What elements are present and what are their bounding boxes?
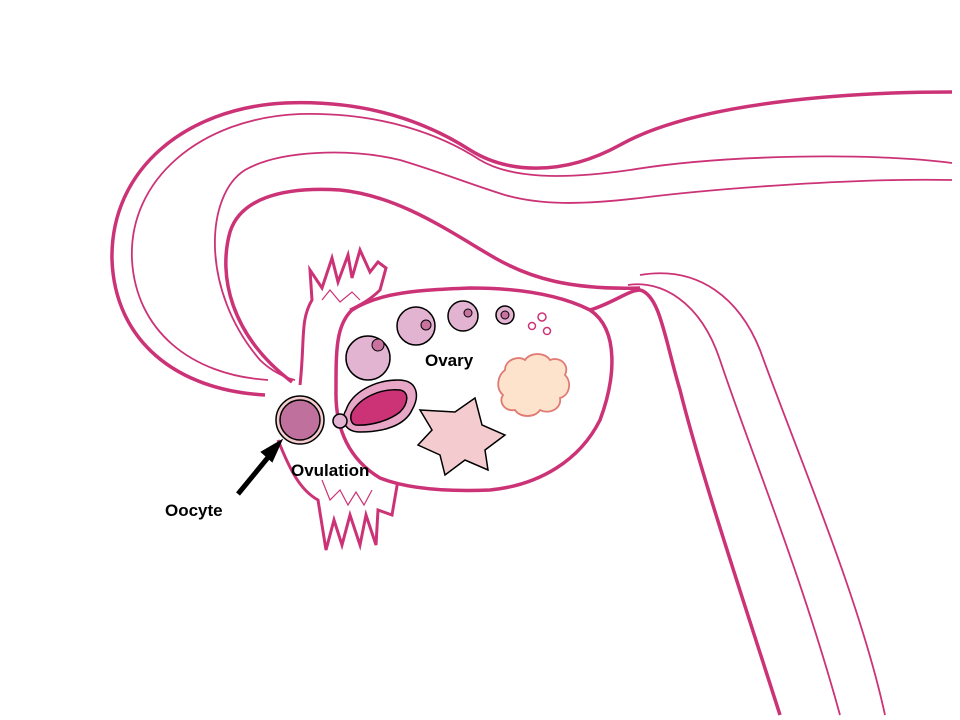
primordial-follicle-3 [542,326,552,336]
label-ovary: Ovary [425,351,474,370]
primary-follicle-oocyte [500,310,510,320]
secondary-follicle [447,300,479,332]
ruptured-follicle-inner [350,389,408,426]
label-ovulation: Ovulation [291,461,369,480]
ligament-inner-line-2 [639,272,886,716]
corpus-luteum [497,353,571,417]
uterine-tube-inner-loop-wall [224,187,641,384]
uterine-tube-outer-wall-inner-line [131,113,953,381]
released-cumulus [332,413,348,429]
early-antral-follicle [396,306,436,346]
primordial-follicle-1 [537,312,547,322]
uterine-tube-inner-loop [214,151,953,381]
ligament-inner-line-1 [627,283,841,716]
early-antral-follicle-oocyte [420,319,432,331]
mature-follicle-oocyte [371,338,385,352]
oocyte-pointer-arrow-line [236,453,272,496]
label-oocyte: Oocyte [165,501,223,520]
uterine-tube-outer-wall [110,90,953,397]
fimbriae-upper-inner [321,289,361,303]
ovulated-oocyte-inner [279,399,321,441]
fimbriae-lower-inner [321,479,373,507]
corpus-albicans [416,396,507,477]
ligament-outer [557,288,782,716]
oocyte-pointer-arrowhead [260,438,284,463]
secondary-follicle-oocyte [463,308,473,318]
primordial-follicle-2 [527,321,537,331]
